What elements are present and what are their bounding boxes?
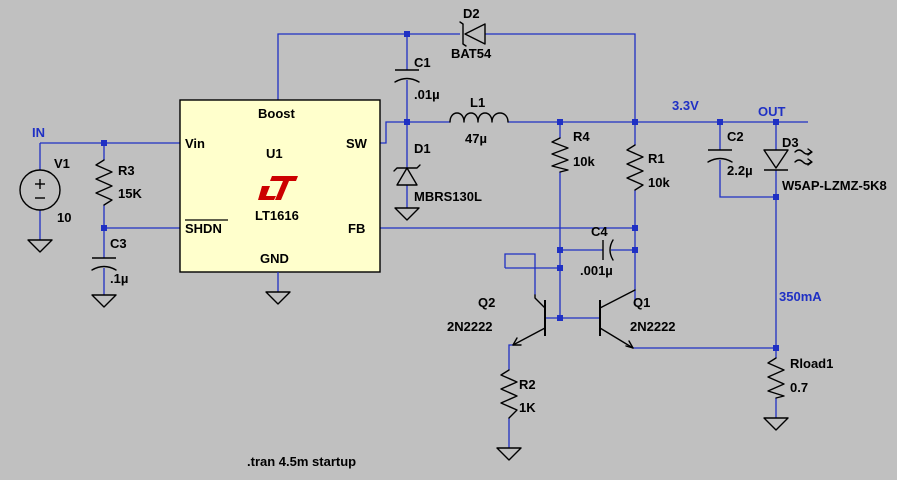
net-label-out: OUT: [758, 104, 786, 119]
d3-value: W5AP-LZMZ-5K8: [782, 178, 887, 193]
c2-ref: C2: [727, 129, 744, 144]
ic-part-label: LT1616: [255, 208, 299, 223]
pin-boost-label: Boost: [258, 106, 296, 121]
resistor-r3[interactable]: R3 15K: [95, 159, 142, 206]
d2-ref: D2: [463, 6, 480, 21]
ic-ref-label: U1: [266, 146, 283, 161]
resistor-rload1[interactable]: Rload1 0.7: [767, 356, 833, 399]
r1-ref: R1: [648, 151, 665, 166]
q1-ref: Q1: [633, 295, 650, 310]
rload-ref: Rload1: [790, 356, 833, 371]
d3-ref: D3: [782, 135, 799, 150]
q1-value: 2N2222: [630, 319, 676, 334]
r4-ref: R4: [573, 129, 590, 144]
q2-value: 2N2222: [447, 319, 493, 334]
r1-value: 10k: [648, 175, 670, 190]
capacitor-c4[interactable]: C4 .001µ: [580, 224, 614, 278]
capacitor-c1[interactable]: C1 .01µ: [394, 55, 440, 102]
c4-value: .001µ: [580, 263, 613, 278]
c4-ref: C4: [591, 224, 608, 239]
q2-ref: Q2: [478, 295, 495, 310]
c1-value: .01µ: [414, 87, 440, 102]
pin-shdn-label: SHDN: [185, 221, 222, 236]
c1-ref: C1: [414, 55, 431, 70]
junctions: [101, 31, 779, 351]
d2-value: BAT54: [451, 46, 492, 61]
r3-ref: R3: [118, 163, 135, 178]
c3-value: .1µ: [110, 271, 128, 286]
wires: [39, 33, 808, 448]
diode-d2[interactable]: D2 BAT54: [451, 6, 492, 61]
d1-ref: D1: [414, 141, 431, 156]
c3-ref: C3: [110, 236, 127, 251]
pin-fb-label: FB: [348, 221, 365, 236]
diode-d1[interactable]: D1 MBRS130L: [393, 141, 482, 204]
rload-value: 0.7: [790, 380, 808, 395]
ic-u1[interactable]: Boost Vin SW SHDN FB GND U1 LT1616: [179, 99, 381, 292]
c2-value: 2.2µ: [727, 163, 753, 178]
l1-ref: L1: [470, 95, 485, 110]
spice-directive[interactable]: .tran 4.5m startup: [247, 454, 356, 469]
r2-value: 1K: [519, 400, 536, 415]
transistor-q1[interactable]: Q1 2N2222: [599, 289, 676, 349]
resistor-r2[interactable]: R2 1K: [500, 369, 536, 419]
voltage-source-v1[interactable]: V1 10: [19, 156, 71, 225]
transistor-q2[interactable]: Q2 2N2222: [447, 294, 546, 346]
d1-value: MBRS130L: [414, 189, 482, 204]
net-label-in: IN: [32, 125, 45, 140]
net-label-350ma: 350mA: [779, 289, 822, 304]
inductor-l1[interactable]: L1 47µ: [449, 95, 509, 146]
capacitor-c3[interactable]: C3 .1µ: [91, 236, 128, 286]
pin-vin-label: Vin: [185, 136, 205, 151]
pin-gnd-label: GND: [260, 251, 289, 266]
linear-technology-logo-icon: [258, 176, 298, 200]
l1-value: 47µ: [465, 131, 487, 146]
led-d3[interactable]: D3 W5AP-LZMZ-5K8: [763, 135, 887, 193]
resistor-r4[interactable]: R4 10k: [551, 129, 595, 173]
resistor-r1[interactable]: R1 10k: [626, 144, 670, 191]
r3-value: 15K: [118, 186, 142, 201]
r4-value: 10k: [573, 154, 595, 169]
ground-symbols: [27, 207, 789, 461]
v1-ref: V1: [54, 156, 70, 171]
r2-ref: R2: [519, 377, 536, 392]
net-label-3v3: 3.3V: [672, 98, 699, 113]
pin-sw-label: SW: [346, 136, 368, 151]
capacitor-c2[interactable]: C2 2.2µ: [707, 129, 753, 178]
v1-value: 10: [57, 210, 71, 225]
